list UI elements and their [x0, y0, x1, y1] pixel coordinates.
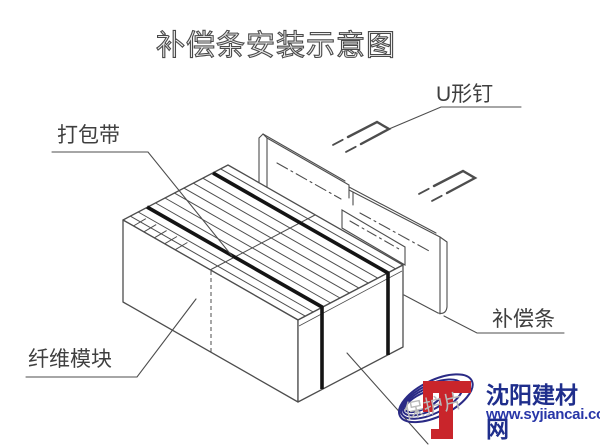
leader-lines	[25, 106, 565, 445]
watermark-logo	[398, 373, 474, 439]
leader-compensation-strip	[443, 315, 565, 334]
u-nail-label: U形钉	[436, 83, 494, 106]
watermark-site-url: www.syjiancai.com	[486, 406, 600, 423]
lamination-lines	[130, 168, 403, 352]
compensation-strip-drawing	[258, 133, 448, 315]
packing-strap-2	[212, 171, 390, 355]
compensation-strip-label: 补偿条	[492, 308, 555, 331]
u-nails	[332, 120, 478, 202]
logo-jc-mark	[423, 381, 471, 439]
fiber-module-block-drawing	[122, 164, 404, 403]
packing-strap-label: 打包带	[57, 124, 120, 147]
fiber-module-label: 纤维模块	[28, 348, 112, 371]
leader-packing-strap	[51, 151, 233, 257]
packing-strap-1	[146, 205, 324, 389]
leader-u-nail	[388, 106, 522, 130]
leader-fiber-module	[25, 298, 197, 378]
u-nail-1	[332, 120, 392, 153]
leader-protection-sheet	[346, 352, 429, 445]
diagram-title: 补偿条安装示意图	[155, 29, 396, 62]
packing-straps	[146, 171, 390, 389]
watermark-site-name: 沈阳建材网	[486, 382, 578, 442]
u-nail-2	[418, 169, 478, 202]
